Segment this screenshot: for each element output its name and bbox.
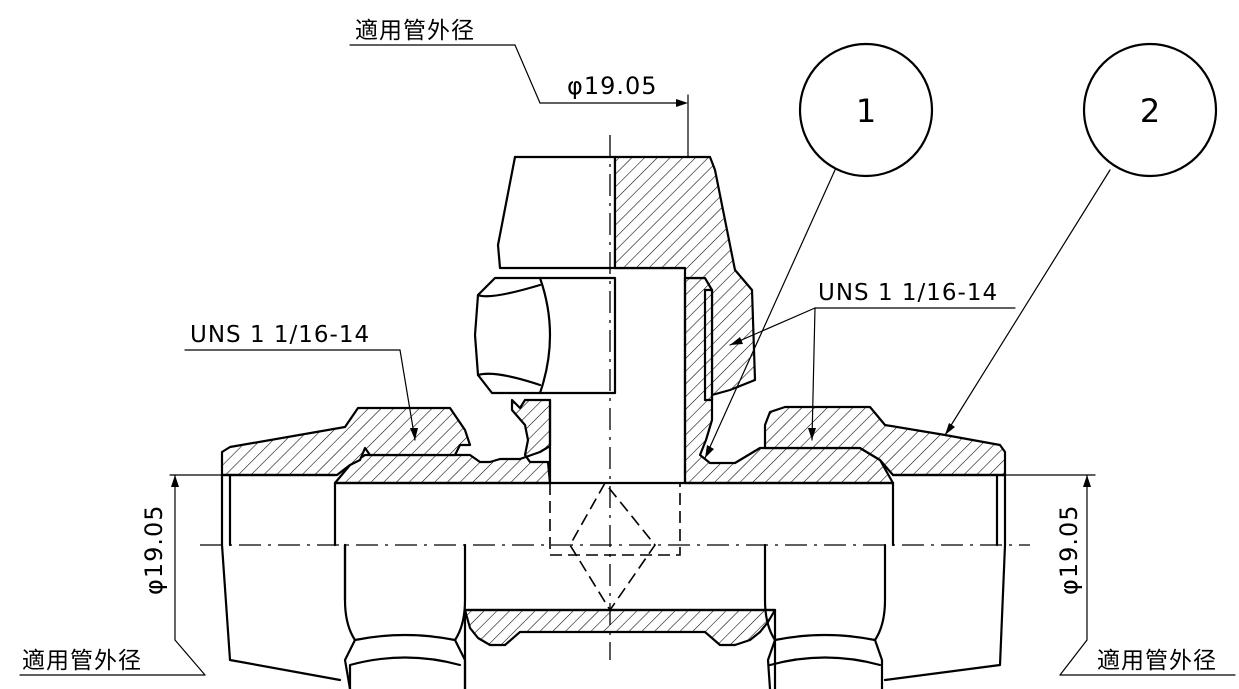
- top-hex-outline: [473, 276, 617, 395]
- top-nut-section: [613, 155, 757, 397]
- right-thread-leader-b: [811, 307, 816, 441]
- left-label-leader: [174, 639, 206, 676]
- body-wall-left-section: [333, 398, 552, 485]
- top-nut-left-taper: [496, 155, 617, 270]
- balloon-1-number: 1: [856, 92, 876, 130]
- right-label-leader: [1059, 639, 1088, 676]
- top-flare-nut: [473, 155, 757, 402]
- balloon-2-number: 2: [1140, 92, 1160, 130]
- right-hex-chamfer: [773, 633, 877, 642]
- left-hex-right-edge: [453, 543, 467, 689]
- body-lower-wall-section: [463, 608, 777, 647]
- right-nut-section: [763, 405, 1007, 477]
- right-hex-right-edge: [873, 543, 887, 689]
- left-hex-chamfer-2: [348, 656, 462, 689]
- drill-point-hidden: [569, 482, 656, 612]
- dimension-top: φ19.05: [567, 72, 658, 100]
- top-label-leader: [514, 44, 541, 104]
- dimension-right: φ19.05: [1055, 504, 1083, 595]
- thread-label-right: UNS 1 1/16-14: [818, 280, 998, 306]
- balloon-2: 2: [1082, 42, 1218, 178]
- right-nut-lower-profile: [883, 543, 1007, 682]
- top-hex-facet-3: [476, 372, 542, 387]
- left-thread-leader: [399, 349, 416, 441]
- top-hex-facet: [538, 276, 552, 395]
- top-dim-arrow: [676, 99, 688, 107]
- left-thread-arrow: [410, 428, 418, 440]
- left-nut-section: [220, 406, 472, 477]
- centerlines: [200, 135, 1030, 660]
- balloon-1-circle: [798, 42, 934, 178]
- right-thread-leader-a: [729, 307, 816, 346]
- left-flare-nut: [220, 406, 472, 689]
- tube-od-label-left: 適用管外径: [22, 648, 142, 674]
- right-flare-nut: [763, 405, 1007, 689]
- balloon-1-arrow: [705, 445, 714, 458]
- dimension-left: φ19.05: [140, 504, 168, 595]
- balloon-1: 1: [798, 42, 934, 178]
- tube-od-label-top: 適用管外径: [355, 18, 475, 44]
- left-dim-arrow: [171, 475, 179, 487]
- drill-hidden-outline: [549, 483, 681, 556]
- right-dim-arrow: [1083, 475, 1091, 487]
- thread-label-left: UNS 1 1/16-14: [190, 322, 370, 348]
- tube-od-label-right: 適用管外径: [1097, 648, 1217, 674]
- left-hex-chamfer: [353, 633, 457, 642]
- balloon-2-circle: [1082, 42, 1218, 178]
- dimension-lines: [19, 44, 1236, 676]
- top-hex-facet-2: [476, 283, 542, 298]
- right-thread-arrow-b: [808, 428, 816, 440]
- right-hex-chamfer-2: [768, 656, 882, 667]
- balloon-2-arrow: [945, 423, 955, 435]
- left-nut-lower-profile: [220, 543, 342, 682]
- balloon-2-leader: [944, 169, 1111, 436]
- top-thread-section: [703, 288, 714, 402]
- balloon-1-leader: [704, 169, 836, 459]
- right-thread-arrow-a: [730, 337, 743, 345]
